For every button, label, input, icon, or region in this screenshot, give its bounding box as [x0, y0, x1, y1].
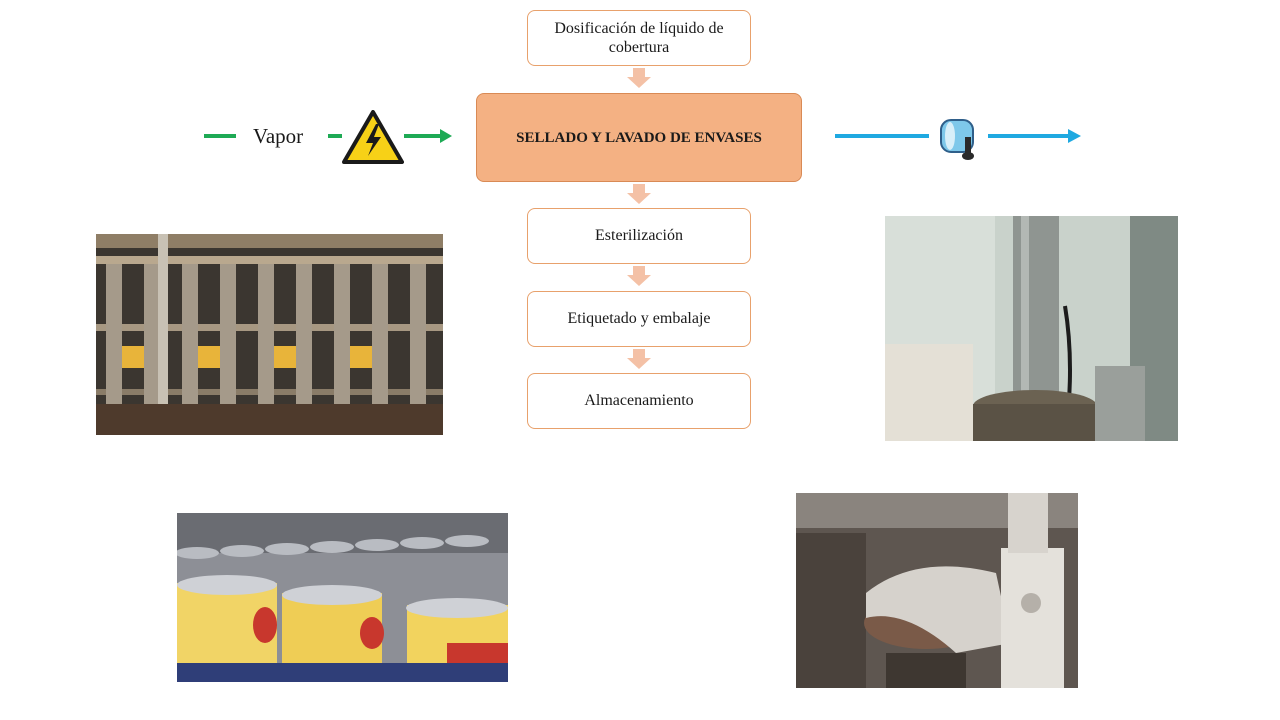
arrow-down-4 — [627, 349, 651, 369]
step-dosing-label: Dosificación de líquido de cobertura — [554, 19, 724, 56]
arrow-down-1 — [627, 68, 651, 88]
step-sterilization-label: Esterilización — [595, 227, 683, 245]
arrow-down-3 — [627, 266, 651, 286]
step-sealing: SELLADO Y LAVADO DE ENVASES — [476, 93, 802, 182]
labeled-cans-photo — [177, 513, 508, 682]
output-line-start — [835, 134, 929, 138]
step-storage: Almacenamiento — [527, 373, 751, 429]
input-line-start — [204, 134, 236, 138]
step-dosing: Dosificación de líquido de cobertura — [527, 10, 751, 66]
input-label: Vapor — [253, 124, 304, 148]
arrow-down-2 — [627, 184, 651, 204]
sterilization-column-photo — [885, 216, 1178, 441]
labeling-machine-photo — [796, 493, 1078, 688]
step-sterilization: Esterilización — [527, 208, 751, 264]
output-arrow — [988, 129, 1081, 143]
electric-hazard-icon — [342, 110, 404, 164]
step-labeling-label: Etiquetado y embalaje — [567, 310, 711, 328]
water-tank-icon — [940, 119, 974, 160]
step-labeling: Etiquetado y embalaje — [527, 291, 751, 347]
input-line-mid — [328, 134, 342, 138]
input-arrow — [404, 129, 452, 143]
sealing-machine-photo — [96, 234, 443, 435]
step-sealing-label: SELLADO Y LAVADO DE ENVASES — [516, 129, 762, 146]
step-storage-label: Almacenamiento — [584, 392, 694, 410]
